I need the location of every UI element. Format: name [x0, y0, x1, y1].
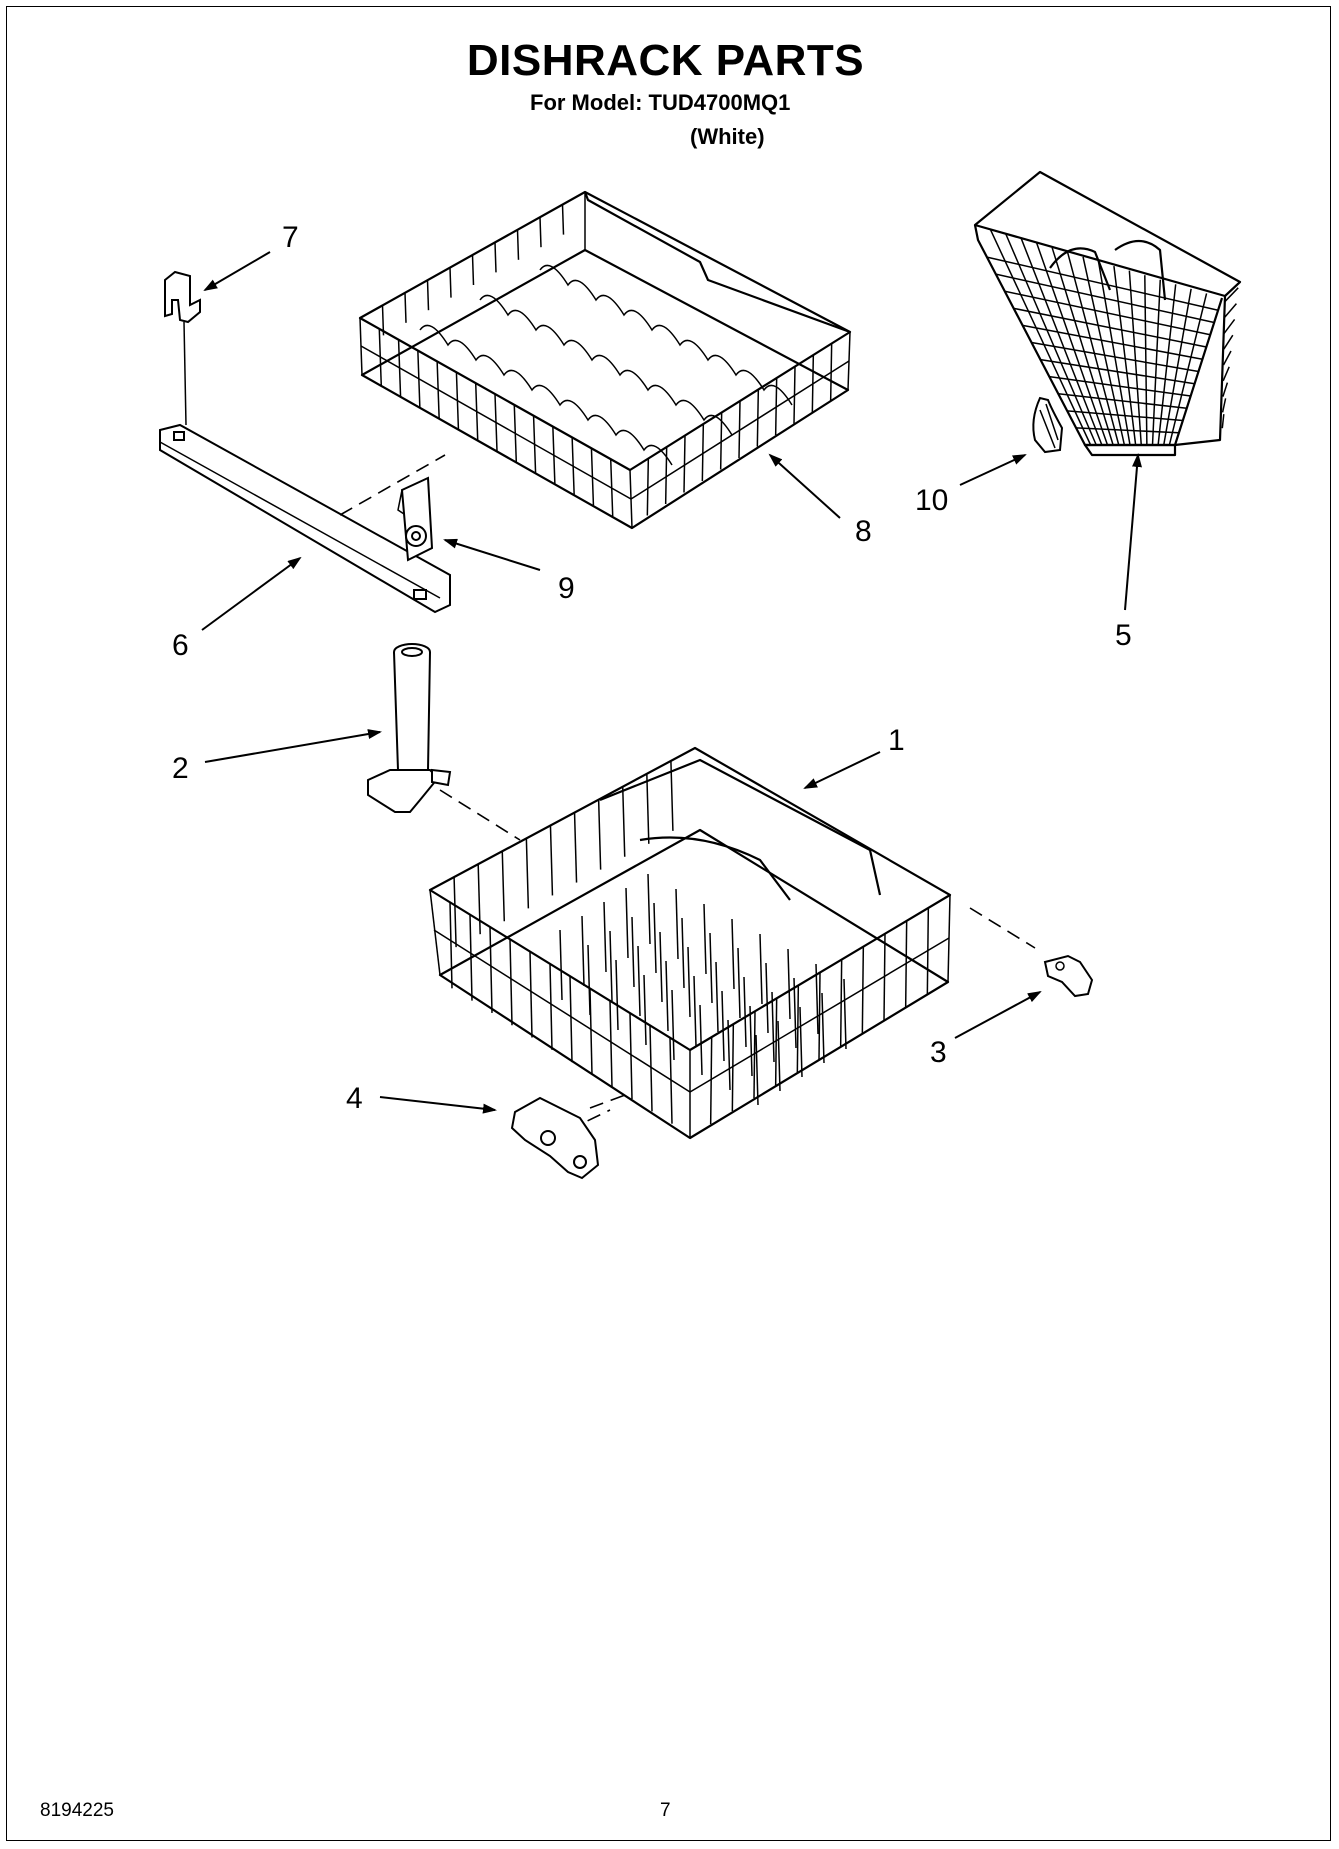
color-note: (White) [690, 124, 765, 149]
callout-6: 6 [172, 629, 189, 662]
callout-4: 4 [346, 1082, 363, 1115]
leader-8 [768, 453, 841, 519]
page-number: 7 [660, 1800, 671, 1821]
upper-rack-illustration [358, 190, 852, 530]
model-line: For Model: TUD4700MQ1 [530, 90, 791, 115]
rear-roller-illustration [1043, 954, 1094, 998]
rack-track-illustration [159, 423, 451, 614]
front-roller-illustration [510, 1096, 600, 1180]
leader-10 [959, 454, 1027, 486]
callout-9: 9 [558, 572, 575, 605]
page-title: DISHRACK PARTS [466, 36, 865, 85]
track-stop-illustration [164, 270, 201, 426]
silverware-basket-illustration [973, 170, 1242, 457]
leader-4 [379, 1096, 497, 1114]
wash-tower-illustration [367, 643, 452, 813]
callout-7: 7 [282, 221, 299, 254]
leader-6 [201, 556, 302, 631]
leader-lines [201, 251, 1142, 1114]
leader-1 [803, 751, 881, 789]
page-border [6, 6, 1331, 1841]
callout-10: 10 [915, 484, 948, 517]
callout-numbers: 7 8 9 6 10 5 2 1 3 4 [172, 221, 1132, 1115]
callout-2: 2 [172, 752, 189, 785]
leader-5 [1124, 453, 1142, 611]
callout-3: 3 [930, 1036, 947, 1069]
basket-handle-illustration [1032, 396, 1064, 454]
leader-2 [204, 729, 382, 763]
leader-7 [203, 251, 271, 292]
upper-roller-illustration [397, 476, 434, 562]
callout-1: 1 [888, 724, 905, 757]
leader-9 [443, 538, 541, 571]
leader-3 [954, 991, 1042, 1039]
callout-5: 5 [1115, 619, 1132, 652]
document-number: 8194225 [40, 1800, 114, 1821]
lower-rack-illustration [428, 746, 952, 1140]
callout-8: 8 [855, 515, 872, 548]
